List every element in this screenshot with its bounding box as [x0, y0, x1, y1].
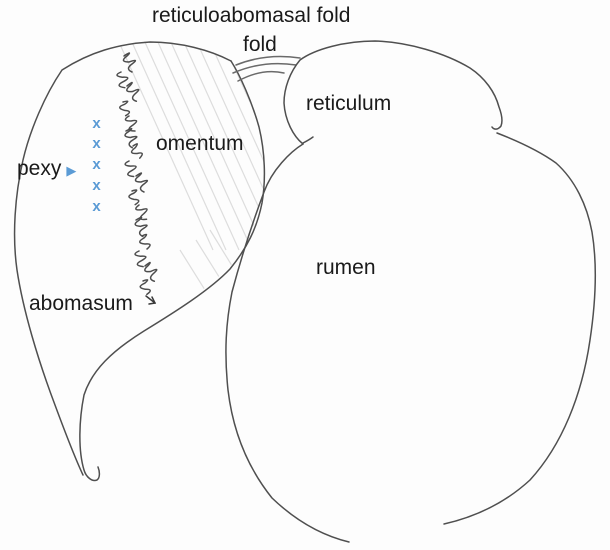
abomasum-outline [13, 41, 266, 482]
reticulum-outline [283, 40, 503, 145]
pexy-site-marker: x [92, 177, 101, 194]
pexy-site-marker: x [92, 135, 101, 152]
label-reticulum: reticulum [306, 92, 392, 115]
trail-end-flick [145, 295, 157, 305]
pexy-site-marker: x [92, 115, 101, 132]
label-pexy: pexy [17, 157, 62, 180]
pexy-site-marker: x [92, 198, 101, 215]
pexy-site-marker: x [92, 156, 101, 173]
label-rumen: rumen [316, 256, 376, 279]
diagram-title: reticuloabomasal fold [152, 4, 351, 27]
pexy-arrow-icon: ▶ [66, 162, 77, 178]
label-abomasum: abomasum [29, 292, 133, 315]
label-pexy-group: pexy ▶ [17, 157, 77, 180]
label-omentum: omentum [156, 132, 244, 155]
fold-arcs [232, 55, 301, 82]
pencil-hatching [117, 41, 265, 331]
label-fold: fold [243, 33, 277, 56]
omentum-suture-squiggles [116, 52, 158, 296]
rumen-outline [225, 132, 596, 543]
